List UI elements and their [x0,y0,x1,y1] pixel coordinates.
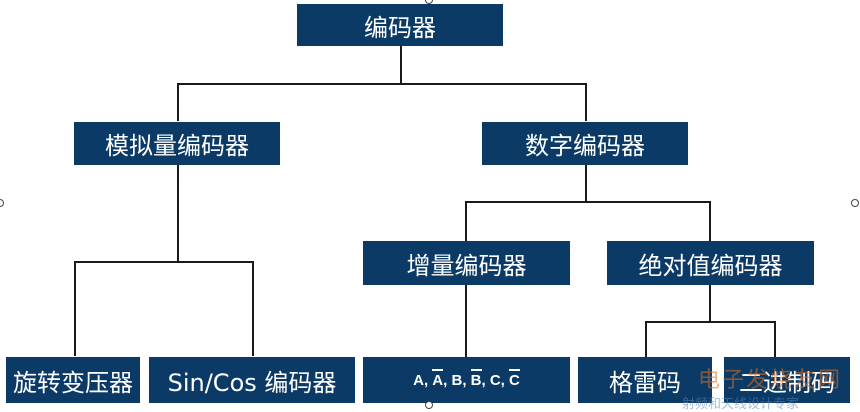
watermark-subtitle: 射频和天线设计专家 [682,397,800,412]
incremental-encoder-node: 增量编码器 [363,241,570,285]
digital-bar [465,201,711,203]
selection-handle-bottom[interactable] [425,401,433,409]
absolute-encoder-node: 绝对值编码器 [607,241,814,285]
signal-c: C, [489,371,505,389]
signal-a-bar: A [432,368,444,389]
signal-sep-1: , [443,371,448,389]
analog-encoder-node: 模拟量编码器 [74,122,280,165]
incremental-signals-node: A, A, B, B, C, C [363,357,570,403]
selection-handle-left[interactable] [0,199,4,207]
absolute-drop [709,201,711,241]
resolver-node: 旋转变压器 [6,357,140,403]
analog-drop [177,83,179,121]
signal-c-bar: C [509,368,520,389]
absolute-stem [709,285,711,322]
absolute-bar [645,321,776,323]
binary-code-node: 二进制码 [724,357,850,403]
resolver-drop [74,261,76,356]
watermark-logo-text: 电子发烧友网 [698,368,843,393]
digital-encoder-node: 数字编码器 [482,122,688,165]
analog-bar [74,261,254,263]
signal-sep-2: , [481,371,486,389]
root-stem [400,46,402,84]
sincos-drop [252,261,254,356]
incremental-drop [465,201,467,241]
gray-drop [645,321,647,357]
selection-handle-right[interactable] [851,199,859,207]
level1-bar [177,83,587,85]
sincos-encoder-node: Sin/Cos 编码器 [149,357,355,403]
root-node: 编码器 [297,4,503,46]
analog-stem [177,165,179,262]
binary-drop [774,321,776,357]
signal-a: A, [413,371,429,389]
gray-code-node: 格雷码 [578,357,712,403]
signal-b-bar: B [470,368,482,389]
incremental-stem [465,285,467,357]
digital-stem [585,165,587,202]
signal-b: B, [451,371,467,389]
digital-drop [585,83,587,121]
